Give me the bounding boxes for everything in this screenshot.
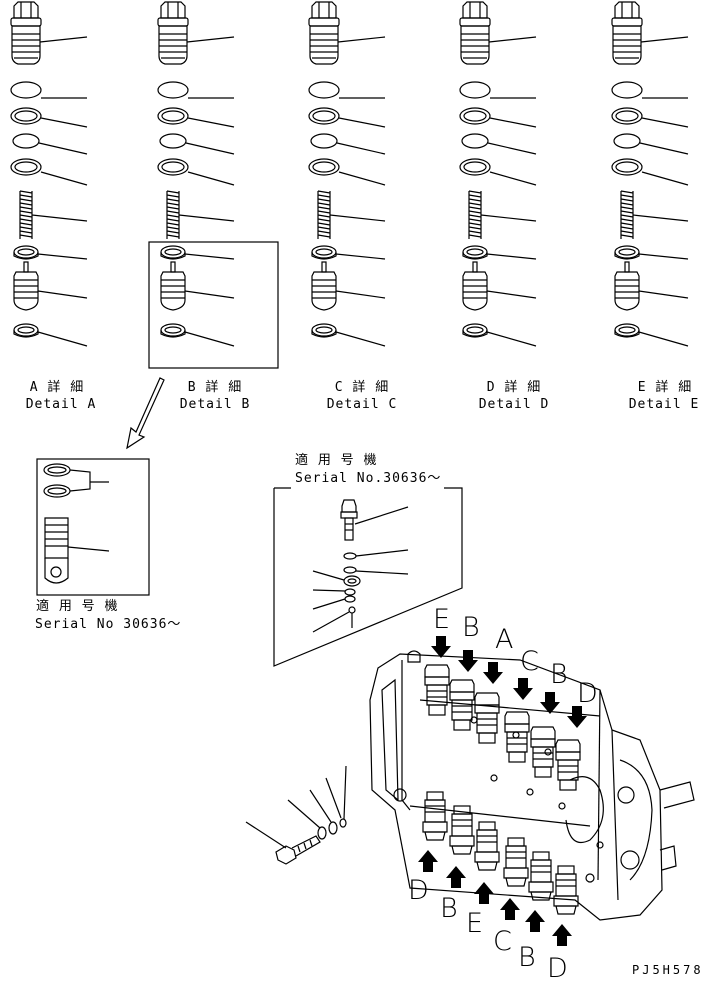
serial-note-upper-en: Serial No.30636～	[295, 471, 442, 486]
side-plug-assembly	[245, 765, 347, 865]
assembly-letter-top-b: B	[462, 612, 480, 643]
drawing-code: PJ5H578	[632, 963, 704, 977]
assembly-letter-top-c: C	[520, 646, 539, 677]
detail-b-label-jp: B 詳 細	[187, 380, 243, 395]
assembly-letter-top-b2: B	[550, 659, 568, 690]
detail-a-label-jp: A 詳 細	[29, 380, 85, 395]
assembly-letter-bottom-b2: B	[518, 942, 536, 973]
serial-note-left-jp: 適 用 号 機	[36, 599, 119, 614]
assembly-letter-bottom-c: C	[493, 926, 512, 957]
pointer-arrow	[126, 377, 165, 450]
serial-note-upper-jp: 適 用 号 機	[295, 453, 378, 468]
detail-c-parts	[308, 1, 386, 347]
detail-b-parts	[157, 1, 235, 347]
assembly-letter-top-e: E	[433, 604, 451, 635]
detail-c-label-en: Detail C	[326, 397, 398, 412]
control-valve-body	[369, 650, 695, 921]
detail-d-label-en: Detail D	[478, 397, 550, 412]
detail-a-label-en: Detail A	[25, 397, 97, 412]
serial-detail-box-left	[36, 458, 150, 596]
detail-e-label-jp: E 詳 細	[637, 380, 693, 395]
assembly-letter-bottom-b: B	[440, 893, 458, 924]
detail-d-parts	[459, 1, 537, 347]
detail-c-label-jp: C 詳 細	[334, 380, 390, 395]
assembly-letter-bottom-e: E	[466, 908, 484, 939]
assembly-letter-top-d: D	[577, 678, 598, 709]
detail-b-label-en: Detail B	[179, 397, 251, 412]
detail-d-label-jp: D 詳 細	[486, 380, 542, 395]
detail-b-highlight-box	[148, 241, 279, 369]
serial-note-left-en: Serial No 30636～	[35, 617, 182, 632]
serial-detail-box-upper	[273, 487, 463, 667]
assembly-letter-bottom-d2: D	[547, 953, 568, 984]
detail-e-parts	[611, 1, 689, 347]
assembly-letter-bottom-d: D	[408, 875, 429, 906]
assembly-letter-top-a: A	[495, 624, 514, 655]
detail-a-parts	[10, 1, 88, 347]
detail-e-label-en: Detail E	[628, 397, 700, 412]
